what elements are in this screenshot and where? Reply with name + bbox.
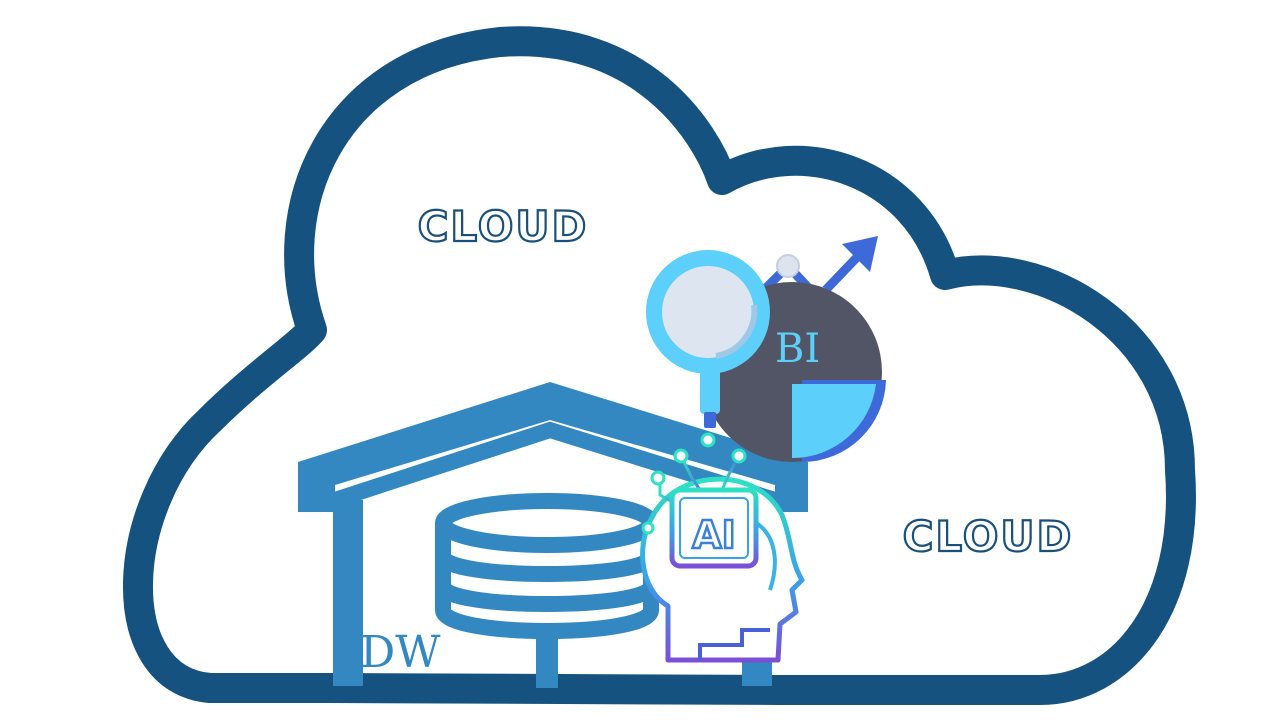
magnifier-icon <box>646 250 770 428</box>
cloud-label-right: CLOUD <box>903 512 1074 561</box>
dw-label: DW <box>360 627 441 678</box>
bi-label: BI <box>775 326 820 372</box>
chip-icon: AI <box>641 432 768 580</box>
cloud-label-top: CLOUD <box>418 202 589 251</box>
cloud-icon <box>123 26 1196 705</box>
bi-icon: BI <box>646 236 886 462</box>
ai-label: AI <box>692 513 736 557</box>
database-icon <box>435 493 659 688</box>
